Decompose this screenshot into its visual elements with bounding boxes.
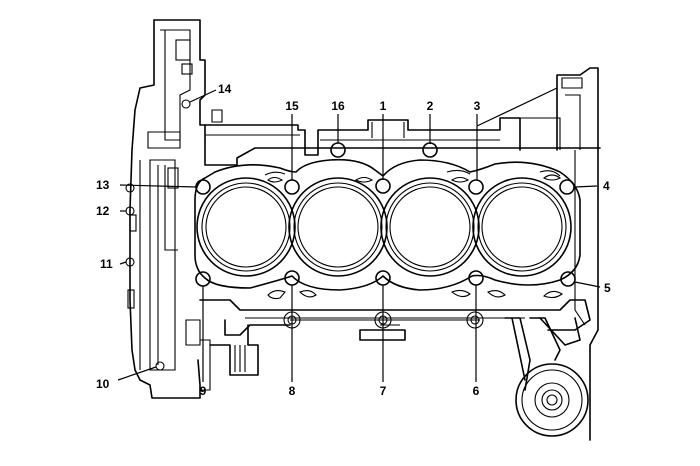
callout-4: 4 <box>603 179 610 193</box>
callout-2: 2 <box>427 99 434 113</box>
callout-9: 9 <box>200 384 207 398</box>
pulley-assembly <box>504 317 589 437</box>
callout-16: 16 <box>331 99 345 113</box>
cylinder-bore-2 <box>288 177 388 277</box>
callout-15: 15 <box>285 99 299 113</box>
coolant-passages <box>267 174 563 300</box>
cylinder-bores <box>196 177 572 277</box>
callout-10: 10 <box>96 377 110 391</box>
top-deck-rail <box>204 109 521 156</box>
callout-5: 5 <box>604 281 611 295</box>
cylinder-bore-1 <box>196 177 296 277</box>
callout-12: 12 <box>96 204 110 218</box>
left-end-housing <box>127 19 601 399</box>
callout-7: 7 <box>380 384 387 398</box>
callout-6: 6 <box>473 384 480 398</box>
callout-3: 3 <box>474 99 481 113</box>
cylinder-bore-4 <box>472 177 572 277</box>
leader-lines <box>117 87 601 382</box>
head-gasket-deck <box>194 158 581 291</box>
callout-8: 8 <box>289 384 296 398</box>
callout-14: 14 <box>218 82 232 96</box>
callout-1: 1 <box>380 99 387 113</box>
callout-labels: 1 2 3 4 5 6 7 8 9 10 11 12 13 14 15 16 <box>96 82 611 398</box>
callout-13: 13 <box>96 178 110 192</box>
cylinder-bore-3 <box>380 177 480 277</box>
callout-11: 11 <box>100 257 113 271</box>
bolt-holes <box>125 99 576 287</box>
lower-skirt <box>199 299 591 391</box>
right-end-housing <box>505 67 599 441</box>
